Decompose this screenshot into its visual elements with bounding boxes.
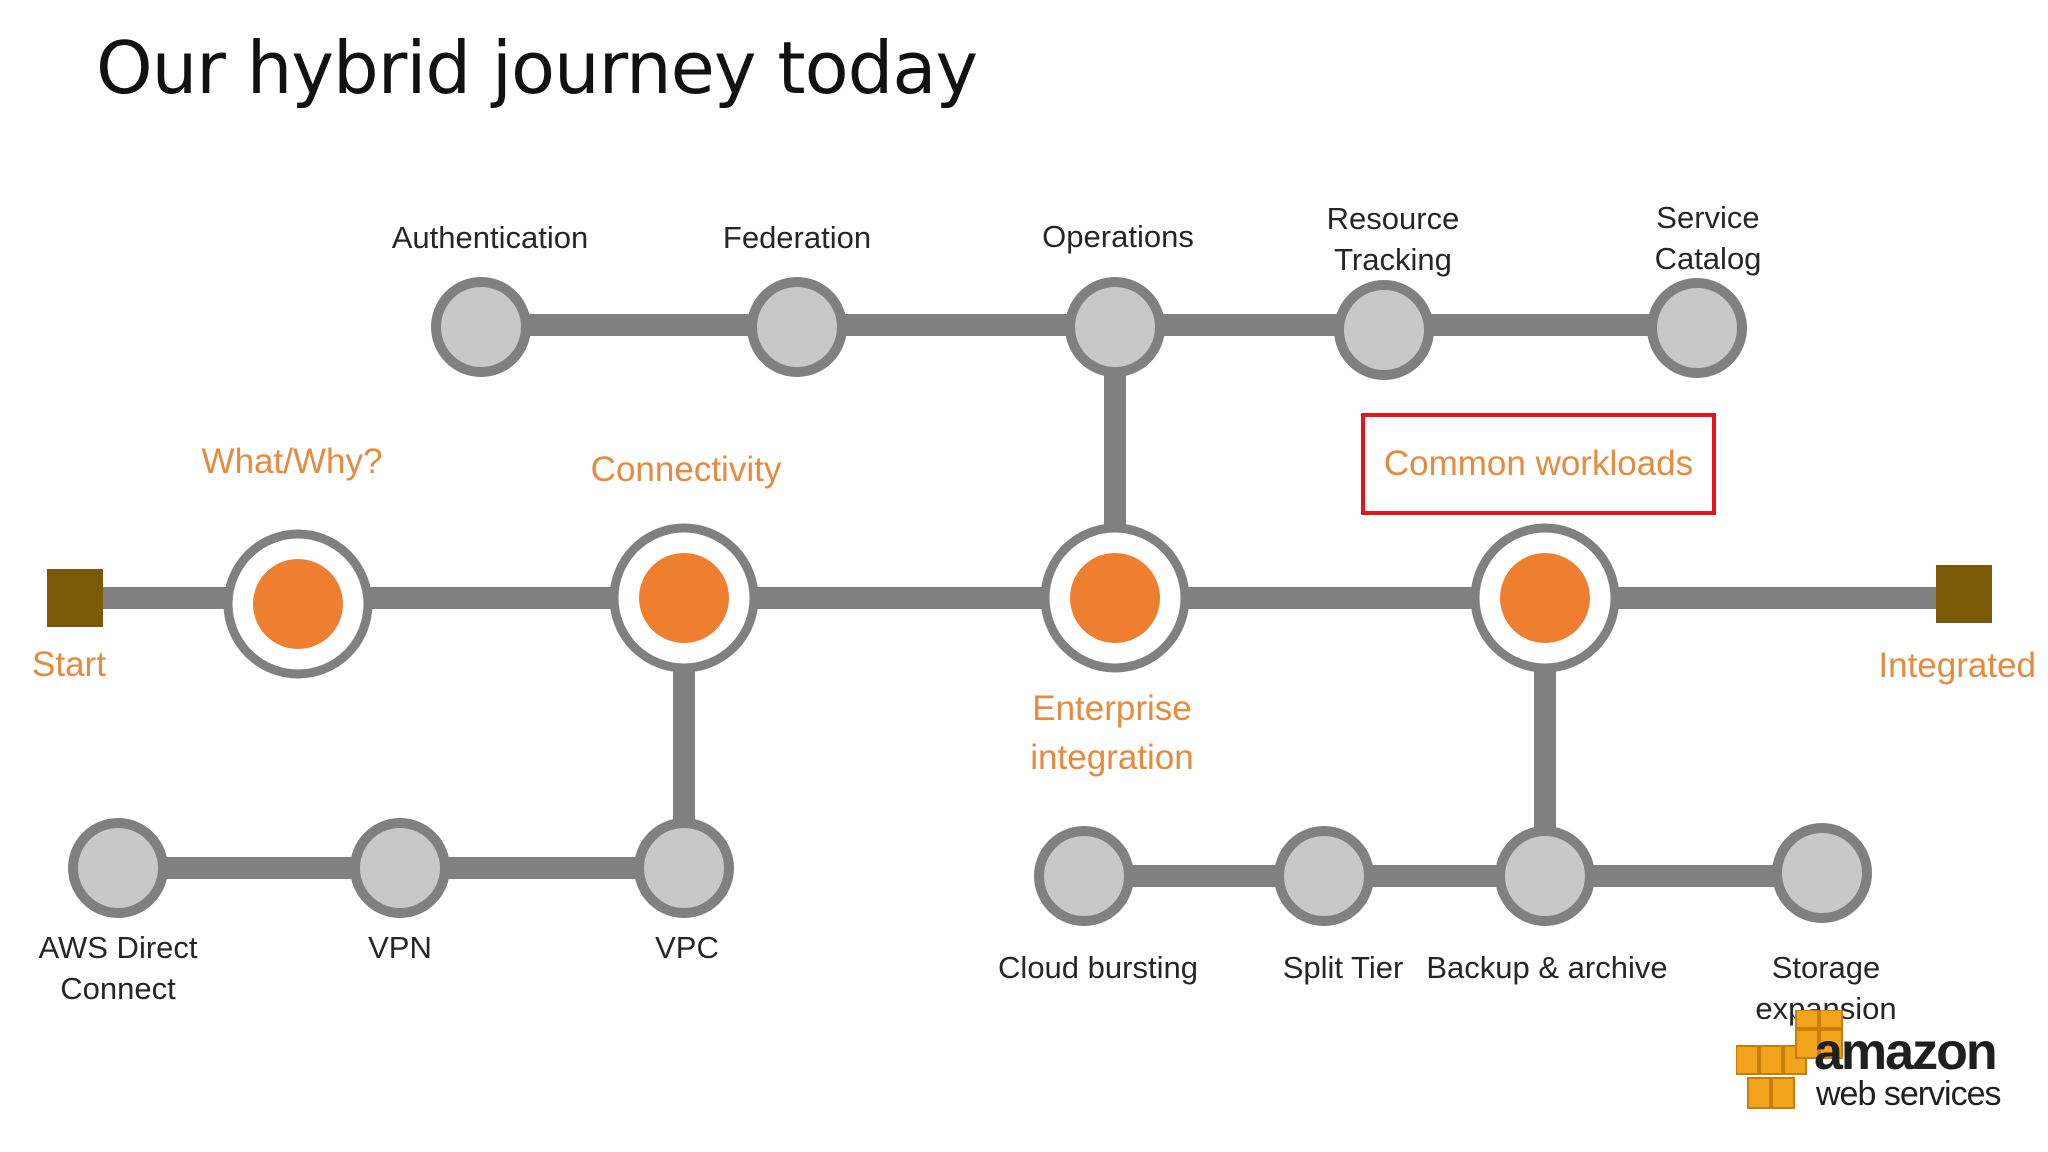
label-connectivity: Connectivity: [590, 450, 782, 489]
stop-federation: [747, 277, 847, 377]
stop-vpn: [350, 818, 450, 918]
label-vpc: VPC: [655, 930, 719, 965]
label-split-tier: Split Tier: [1282, 950, 1404, 985]
main-station-enterprise-integration: [1040, 523, 1190, 673]
aws-cubes-logo: [1736, 1010, 1843, 1109]
label-cloud-bursting: Cloud bursting: [998, 950, 1198, 985]
aws-logo-subtitle: web services: [1816, 1075, 2002, 1113]
aws-logo-word: amazon: [1814, 1023, 1998, 1081]
stop-operations: [1065, 277, 1165, 377]
stop-authentication: [431, 277, 531, 377]
stop-vpc: [634, 818, 734, 918]
label-what-why: What/Why?: [201, 442, 383, 481]
label-authentication: Authentication: [391, 220, 589, 255]
highlight-common-workloads: Common workloads: [1361, 413, 1716, 515]
label-operations: Operations: [1042, 219, 1194, 254]
stop-service-catalog: [1647, 278, 1747, 378]
stop-resource-tracking: [1334, 280, 1434, 380]
stop-backup-archive: [1495, 826, 1595, 926]
label-start: Start: [32, 645, 106, 684]
label-federation: Federation: [722, 220, 872, 255]
label-vpn: VPN: [368, 930, 432, 965]
page-title: Our hybrid journey today: [96, 26, 978, 110]
stop-aws-direct-connect: [68, 818, 168, 918]
stop-split-tier: [1274, 826, 1374, 926]
stop-cloud-bursting: [1034, 826, 1134, 926]
label-service-catalog: Service Catalog: [1654, 200, 1762, 276]
main-station-connectivity: [609, 523, 759, 673]
label-integrated: Integrated: [1878, 646, 2036, 685]
stop-storage-expansion: [1772, 823, 1872, 923]
start-terminal: [47, 569, 103, 627]
tracks: [80, 314, 1960, 887]
integrated-terminal: [1936, 565, 1992, 623]
label-aws-direct-connect: AWS Direct Connect: [38, 930, 198, 1006]
main-station-what-why: [223, 529, 373, 679]
label-resource-tracking: Resource Tracking: [1326, 201, 1460, 277]
label-backup-archive: Backup & archive: [1426, 950, 1668, 985]
label-common-workloads: Common workloads: [1383, 444, 1694, 483]
main-station-common-workloads: [1470, 523, 1620, 673]
label-enterprise-integration: Enterprise integration: [1030, 689, 1194, 777]
